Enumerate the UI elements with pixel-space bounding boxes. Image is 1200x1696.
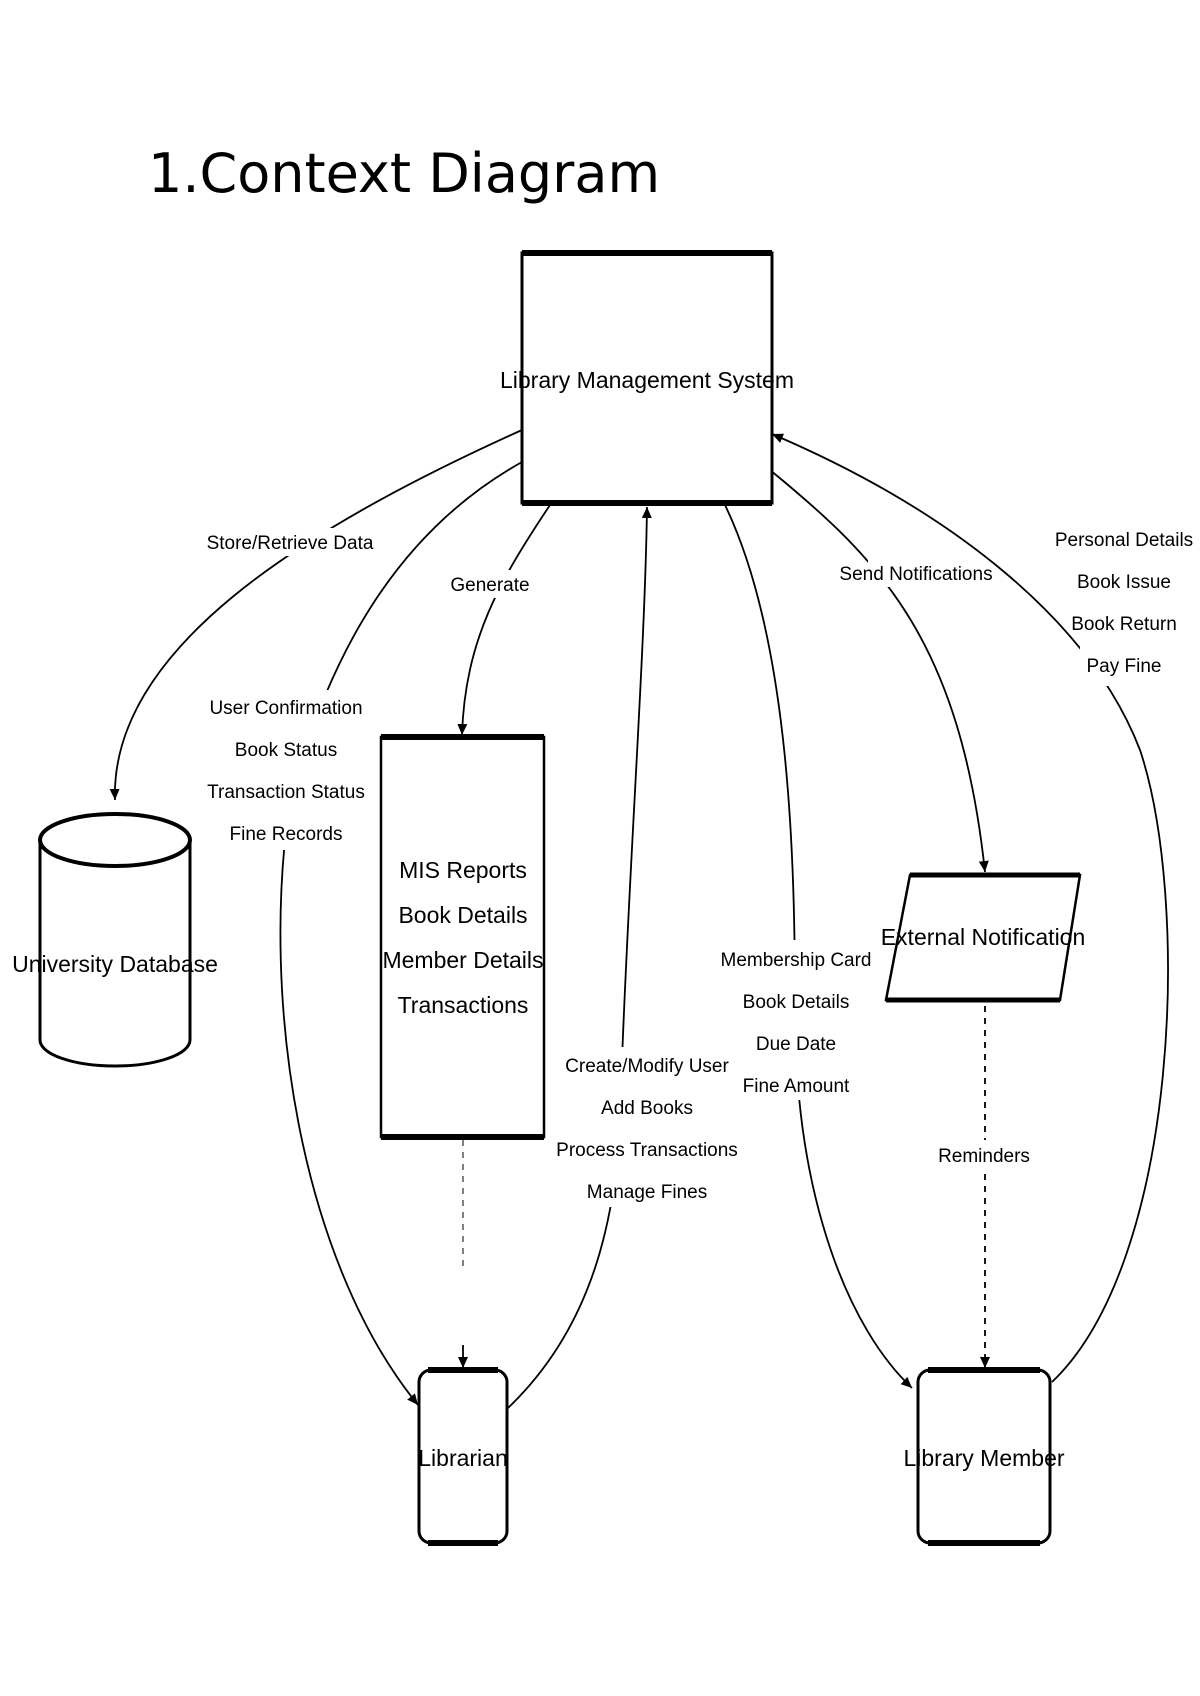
- flow-member-output-4: Fine Amount: [743, 1076, 850, 1097]
- reports-label-1: MIS Reports: [399, 857, 527, 883]
- flow-librarian-input-2: Add Books: [601, 1098, 693, 1119]
- flow-send-notifications-label: Send Notifications: [839, 564, 992, 585]
- page-title: 1.Context Diagram: [148, 142, 661, 205]
- database-label: University Database: [12, 951, 218, 977]
- librarian-node: Librarian: [417, 1367, 509, 1546]
- reports-node: MIS Reports Book Details Member Details …: [379, 734, 546, 1140]
- flow-send-notifications-line: [769, 469, 989, 873]
- system-node: Library Management System: [500, 250, 794, 506]
- flow-member-inputs-line: [771, 433, 1169, 1383]
- member-label: Library Member: [903, 1445, 1064, 1471]
- flow-librarian-feedback-2: Book Status: [235, 740, 337, 761]
- flow-store-retrieve-label: Store/Retrieve Data: [207, 533, 374, 554]
- flow-member-input-1: Personal Details: [1055, 530, 1193, 551]
- flow-librarian-input-1: Create/Modify User: [565, 1056, 729, 1077]
- flow-member-input-3: Book Return: [1071, 614, 1177, 635]
- flow-member-output-2: Book Details: [743, 992, 850, 1013]
- notification-label: External Notification: [881, 924, 1086, 950]
- flow-member-output-3: Due Date: [756, 1034, 836, 1055]
- database-node: University Database: [12, 812, 218, 1068]
- flow-generate-line: [457, 504, 551, 736]
- reports-label-3: Member Details: [382, 947, 543, 973]
- reports-label-4: Transactions: [398, 992, 529, 1018]
- flow-librarian-feedback-3: Transaction Status: [207, 782, 365, 803]
- member-node: Library Member: [903, 1367, 1065, 1546]
- notification-node: External Notification: [881, 872, 1086, 1003]
- flow-librarian-input-4: Manage Fines: [587, 1182, 707, 1203]
- reports-label-2: Book Details: [398, 902, 527, 928]
- flow-member-input-4: Pay Fine: [1087, 656, 1162, 677]
- flow-librarian-feedback-1: User Confirmation: [209, 698, 362, 719]
- flow-member-input-2: Book Issue: [1077, 572, 1171, 593]
- flow-librarian-inputs-line: [507, 506, 652, 1409]
- flow-member-output-1: Membership Card: [721, 950, 872, 971]
- flow-generate-label: Generate: [450, 575, 529, 596]
- flow-librarian-input-3: Process Transactions: [556, 1140, 738, 1161]
- system-label: Library Management System: [500, 367, 794, 393]
- flow-store-retrieve-line: [109, 429, 523, 801]
- flow-librarian-feedback-4: Fine Records: [230, 824, 343, 845]
- flow-reminders-label: Reminders: [938, 1146, 1030, 1167]
- librarian-label: Librarian: [418, 1445, 508, 1471]
